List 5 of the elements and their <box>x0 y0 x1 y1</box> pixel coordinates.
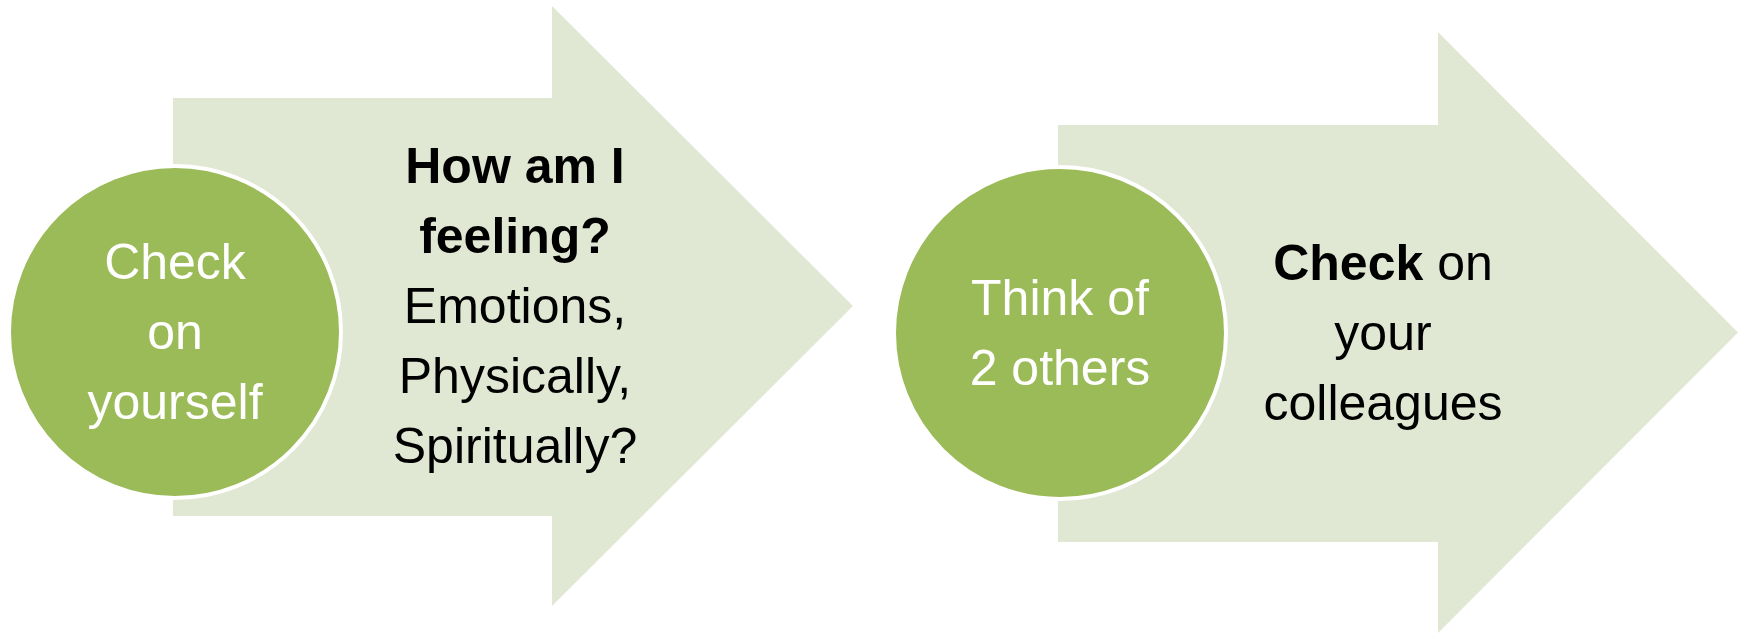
step-label: Check on yourself <box>86 233 264 432</box>
body-text: Emotions, Physically, Spiritually? <box>391 277 639 476</box>
step-label: Think of 2 others <box>968 269 1152 398</box>
heading-text: How am I feeling? <box>404 137 626 266</box>
body-text: Check on your colleagues <box>1262 233 1504 433</box>
